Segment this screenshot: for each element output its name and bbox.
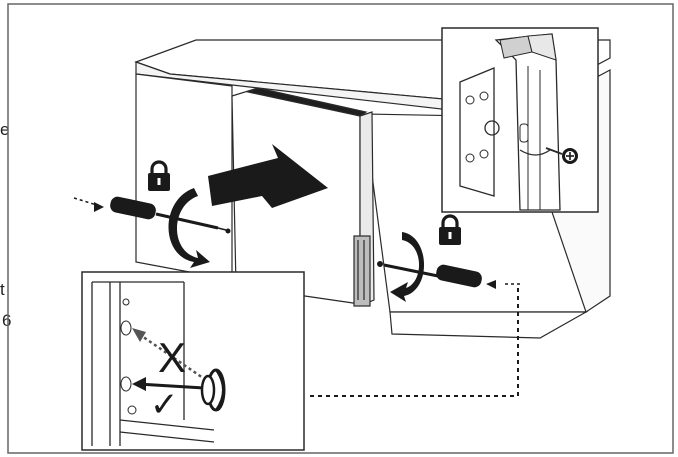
rotate-arrow-icon <box>168 188 210 268</box>
figure-border <box>7 3 674 454</box>
text-fragment-t: t <box>0 280 5 299</box>
plug-detail-inset <box>81 271 305 451</box>
dotted-connector <box>308 288 519 397</box>
screwdriver-icon <box>73 196 231 234</box>
arrow-right-icon <box>208 144 328 208</box>
text-fragment-e: e <box>0 120 10 139</box>
correct-mark: ✓ <box>150 385 179 425</box>
rotate-arrow-icon <box>390 232 425 302</box>
padlock-icon <box>148 160 170 191</box>
plug-icon <box>200 368 226 412</box>
text-fragment-6: 6 <box>2 311 12 330</box>
screwdriver-icon <box>377 261 520 289</box>
phillips-screw-icon <box>545 147 578 164</box>
hinge-detail-inset <box>441 27 599 213</box>
wrong-mark: X <box>158 334 186 381</box>
padlock-icon <box>439 214 461 245</box>
